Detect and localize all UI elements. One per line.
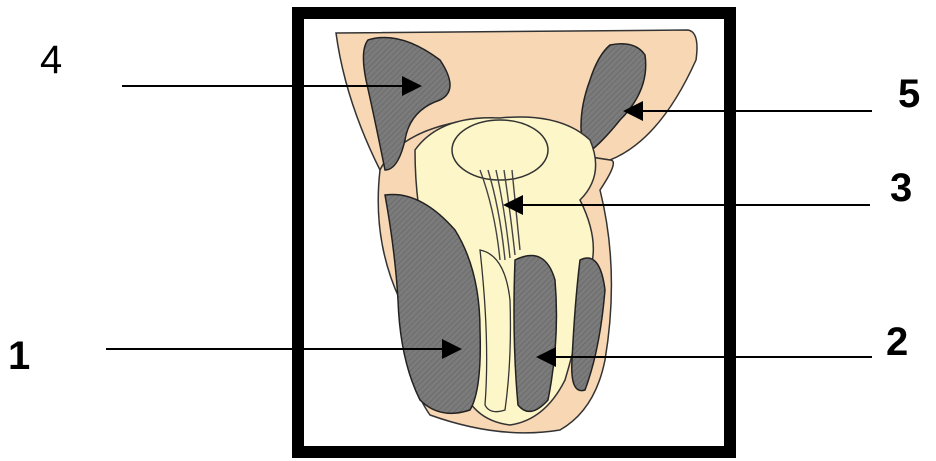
central-disc (452, 120, 548, 180)
muscle-2-shape (514, 256, 556, 412)
